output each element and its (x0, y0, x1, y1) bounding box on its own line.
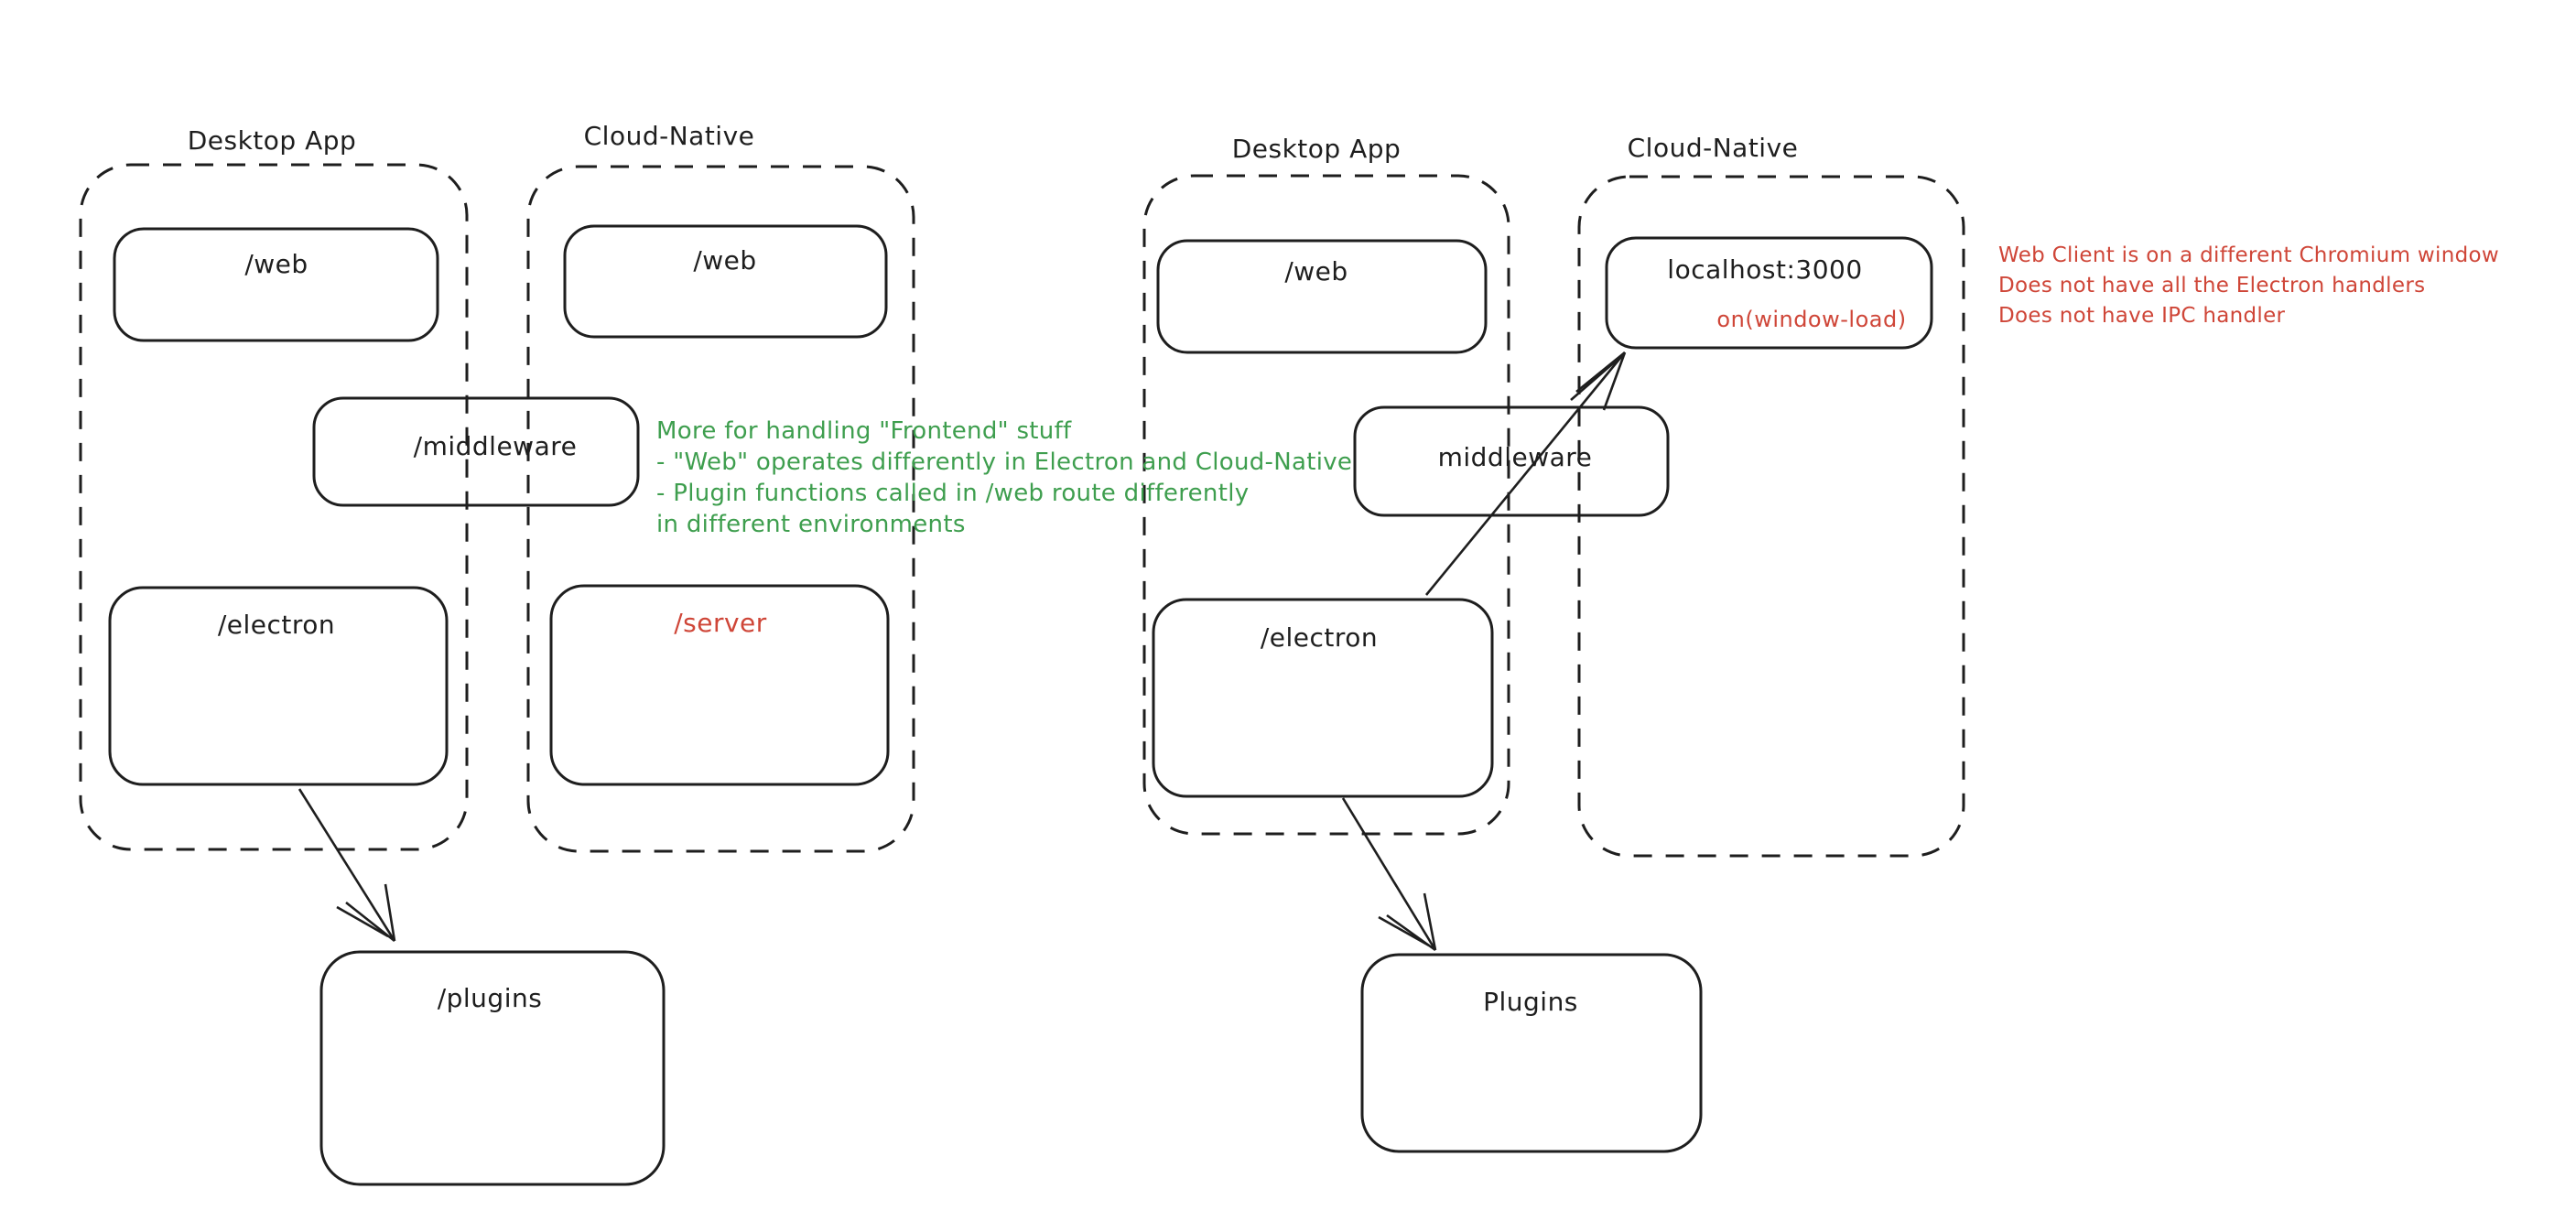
arrow-electron-to-plugins-left (298, 788, 396, 943)
green-note-line-4: in different environments (656, 511, 966, 538)
left-middleware-label: /middleware (413, 431, 578, 461)
right-cloud-native-label: Cloud-Native (1627, 133, 1799, 163)
green-note-line-2: - "Web" operates differently in Electron… (656, 448, 1353, 476)
right-window-load-label: on(window-load) (1716, 307, 1907, 332)
left-server-label: /server (674, 608, 767, 638)
right-web-label: /web (1284, 256, 1348, 286)
right-localhost-label: localhost:3000 (1667, 254, 1863, 285)
left-desktop-app-label: Desktop App (187, 125, 357, 156)
left-cloud-native-label: Cloud-Native (583, 121, 755, 151)
right-desktop-app-label: Desktop App (1231, 134, 1402, 164)
left-cloud-container (526, 165, 915, 853)
left-electron-label: /electron (217, 610, 336, 640)
left-web-cloud-box (563, 224, 888, 339)
right-electron-label: /electron (1260, 622, 1379, 653)
left-web-desktop-label: /web (244, 249, 308, 279)
left-plugins-label: /plugins (437, 983, 543, 1013)
red-note-line-2: Does not have all the Electron handlers (1998, 274, 2426, 297)
arrow-electron-to-localhost (1424, 351, 1627, 596)
right-electron-box (1152, 598, 1494, 798)
right-localhost-box (1605, 236, 1933, 350)
left-electron-box (108, 586, 449, 786)
green-note-line-1: More for handling "Frontend" stuff (656, 417, 1072, 445)
right-middleware-box (1353, 405, 1670, 517)
green-note-line-3: - Plugin functions called in /web route … (656, 480, 1250, 507)
red-note-line-1: Web Client is on a different Chromium wi… (1998, 243, 2499, 267)
left-middleware-box (312, 396, 640, 507)
red-note-line-3: Does not have IPC handler (1998, 304, 2286, 328)
left-server-box (549, 584, 890, 786)
left-plugins-box (319, 950, 666, 1186)
right-web-box (1156, 239, 1488, 354)
right-plugins-label: Plugins (1483, 987, 1578, 1017)
right-plugins-box (1360, 953, 1703, 1153)
left-desktop-container (79, 163, 469, 851)
right-middleware-label: middleware (1437, 442, 1593, 472)
left-web-cloud-label: /web (693, 245, 757, 276)
arrow-electron-to-plugins-right (1341, 797, 1437, 952)
left-web-desktop-box (113, 227, 439, 342)
right-desktop-container (1142, 174, 1510, 836)
